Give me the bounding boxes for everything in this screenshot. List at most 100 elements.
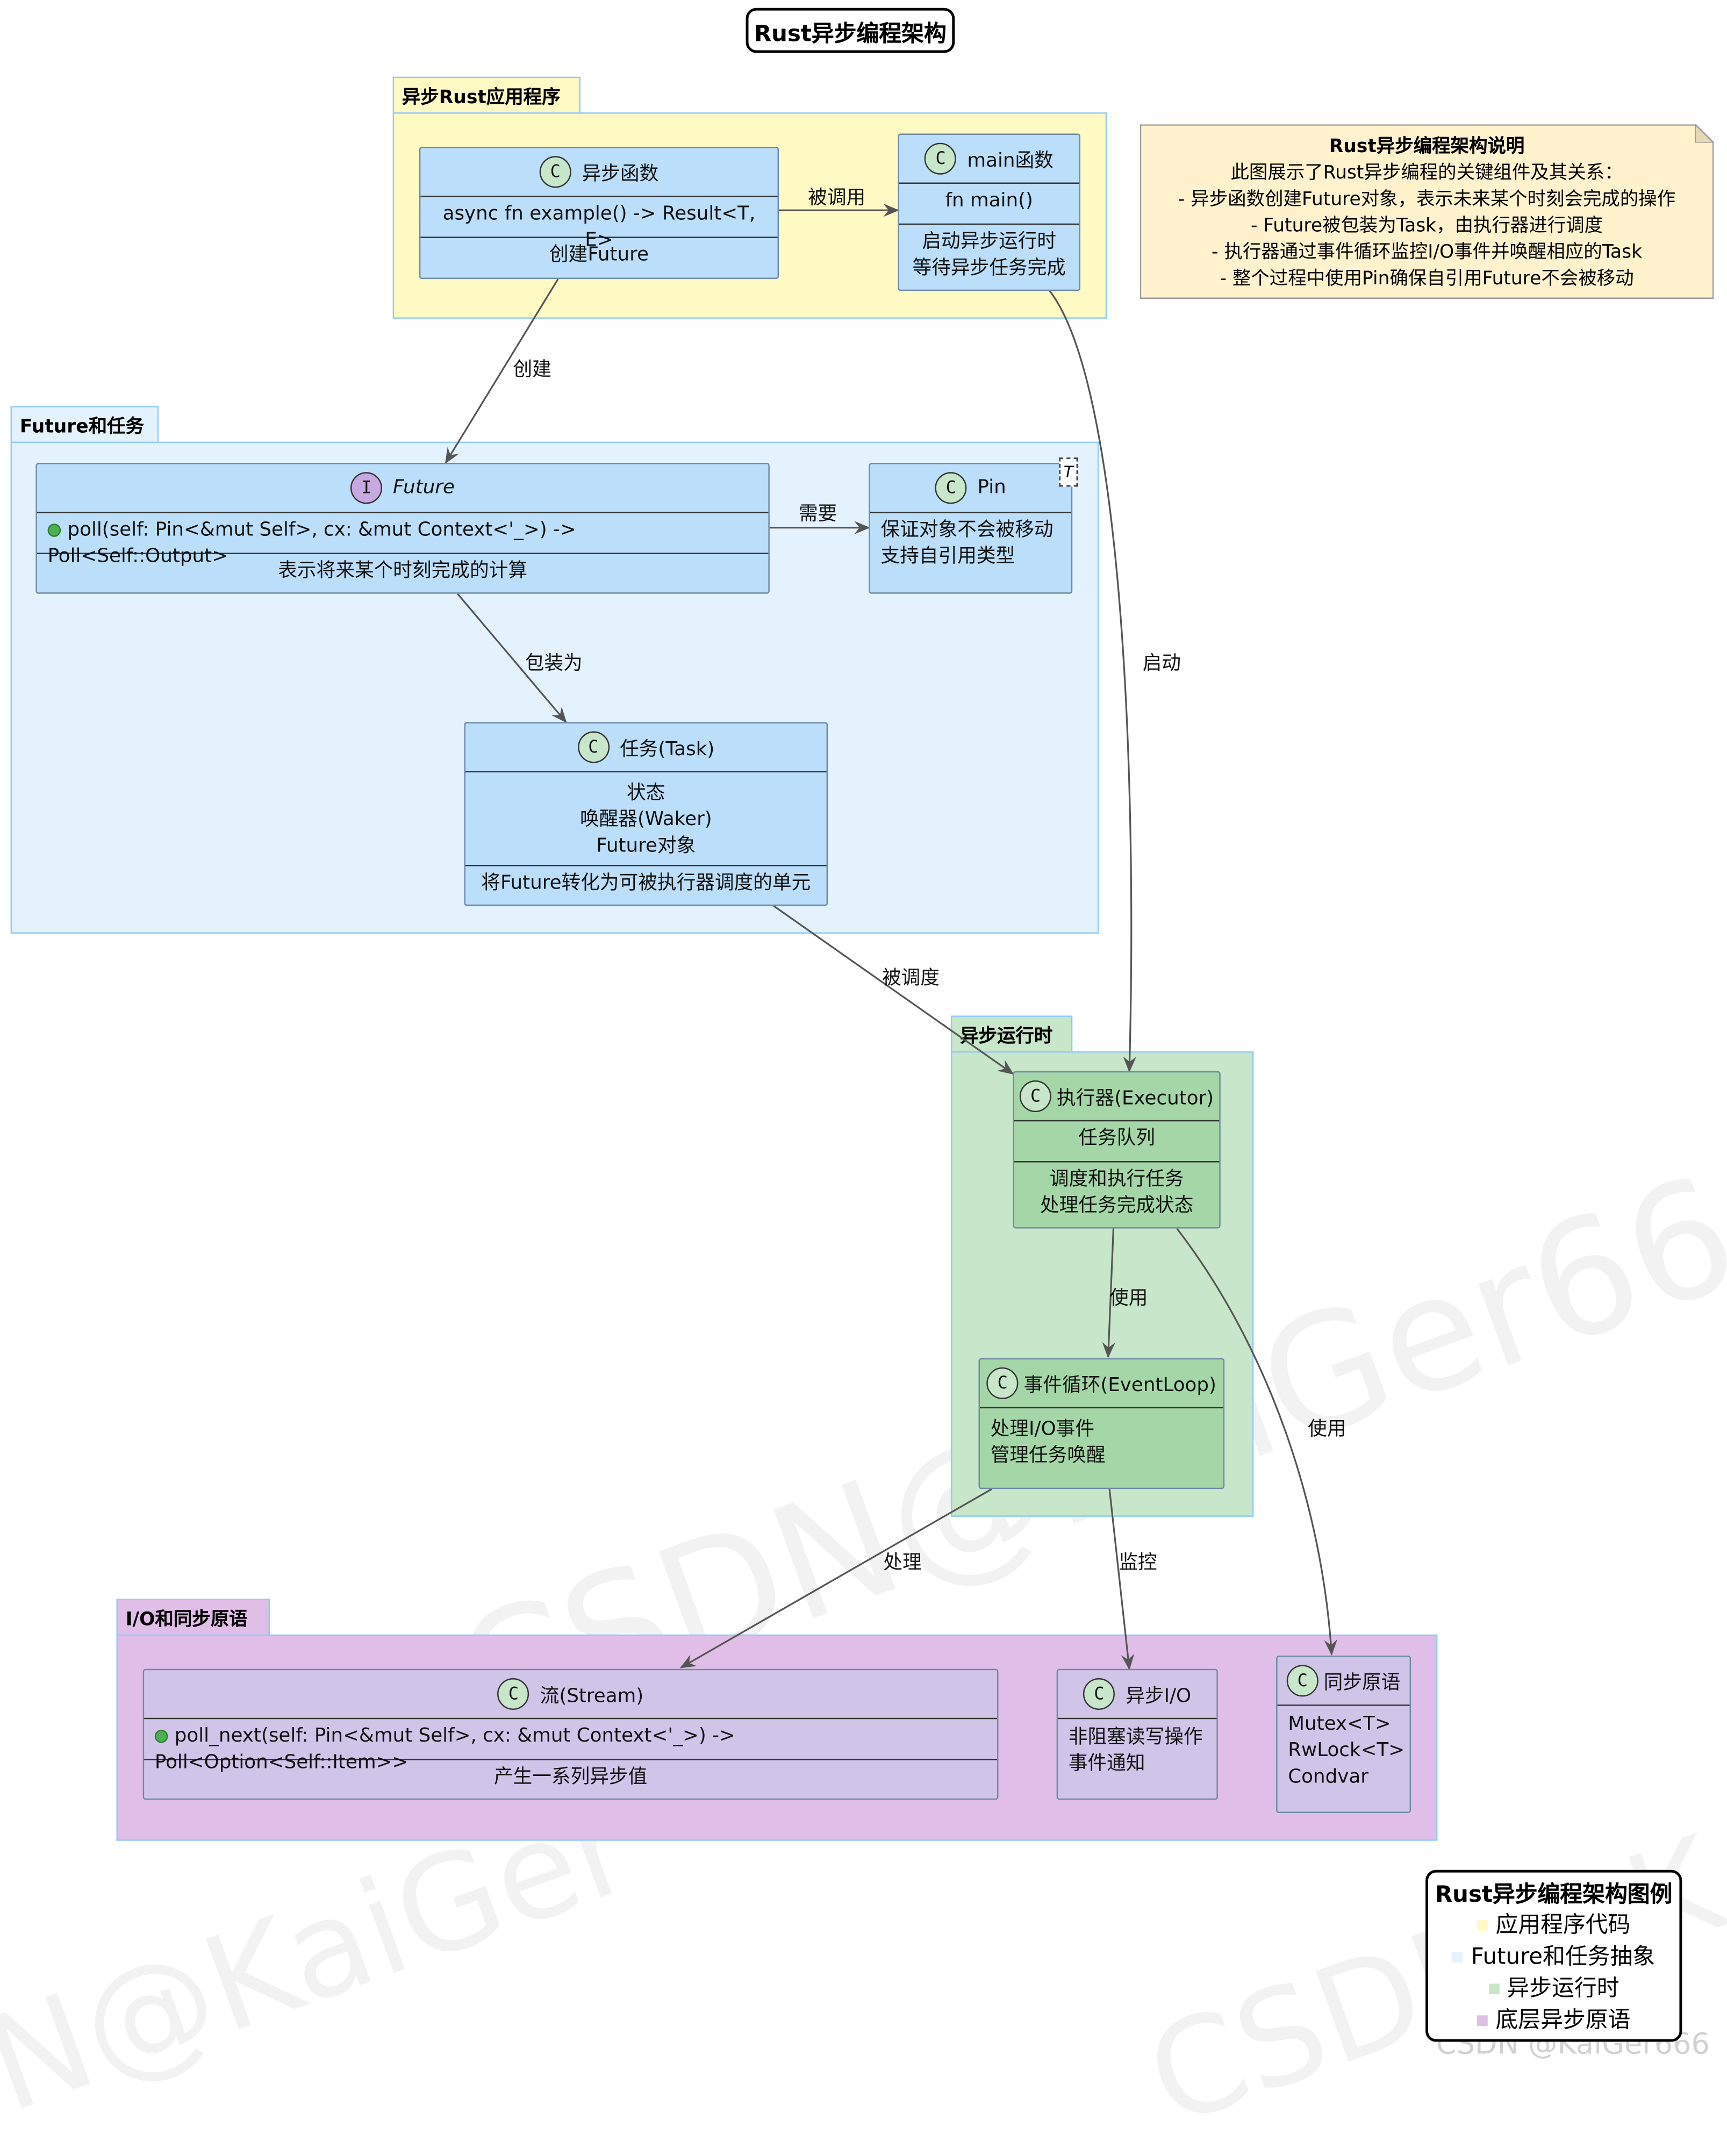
edge-label-start: 启动	[1142, 653, 1181, 675]
interface-future[interactable]: I Future poll(self: Pin<&mut Self>, cx: …	[35, 463, 770, 594]
interface-method: poll(self: Pin<&mut Self>, cx: &mut Cont…	[47, 519, 576, 568]
legend-swatch	[1488, 1983, 1499, 1994]
interface-desc: 表示将来某个时刻完成的计算	[278, 561, 528, 582]
class-line: 事件通知	[1068, 1753, 1145, 1775]
class-task[interactable]: C 任务(Task) 状态 唤醒器(Waker) Future对象 将Futur…	[464, 722, 828, 906]
legend-swatch	[1477, 1920, 1488, 1931]
class-name: 异步函数	[582, 163, 659, 185]
class-method: 创建Future	[549, 245, 649, 266]
class-name: 事件循环(EventLoop)	[1023, 1374, 1216, 1396]
note-title: Rust异步编程架构说明	[1329, 136, 1525, 157]
legend: Rust异步编程架构图例 应用程序代码 Future和任务抽象 异步运行时 底层…	[1425, 1870, 1682, 2042]
public-method-icon	[154, 1729, 168, 1743]
class-spot-icon: C	[497, 1678, 529, 1710]
class-stream[interactable]: C 流(Stream) poll_next(self: Pin<&mut Sel…	[142, 1668, 999, 1800]
class-line: Mutex<T>	[1288, 1714, 1391, 1735]
class-spot-icon: C	[539, 156, 571, 188]
legend-item: 应用程序代码	[1428, 1910, 1679, 1942]
class-line: 支持自引用类型	[880, 546, 1015, 568]
edge-label-wrap: 包装为	[525, 653, 583, 675]
edge-label-handle: 处理	[883, 1552, 922, 1574]
class-field: Future对象	[596, 835, 696, 857]
class-field: 任务队列	[1014, 1121, 1220, 1163]
edge-start	[1048, 289, 1137, 1073]
class-field: 唤醒器(Waker)	[579, 809, 712, 831]
interface-spot-icon: I	[350, 472, 383, 504]
diagram-canvas: CSDN@KaiGer666 N@KaiGer CSDN@K CSDN @Kai…	[0, 8, 1727, 2156]
edge-create	[445, 278, 559, 464]
package-tab-future: Future和任务	[10, 406, 159, 443]
class-eventloop[interactable]: C 事件循环(EventLoop) 处理I/O事件 管理任务唤醒	[978, 1358, 1225, 1489]
class-methods: 调度和执行任务 处理任务完成状态	[1014, 1163, 1219, 1223]
class-line: RwLock<T>	[1288, 1740, 1405, 1761]
legend-label: 底层异步原语	[1495, 2007, 1631, 2034]
legend-swatch	[1477, 2015, 1488, 2026]
class-spot-icon: C	[1020, 1080, 1052, 1113]
edge-label-monitor: 监控	[1119, 1552, 1157, 1574]
class-main-fn[interactable]: C main函数 fn main() 启动异步运行时 等待异步任务完成	[898, 133, 1080, 291]
class-spot-icon: C	[577, 731, 610, 763]
edge-label-scheduled: 被调度	[882, 968, 940, 990]
class-executor[interactable]: C 执行器(Executor) 任务队列 调度和执行任务 处理任务完成状态	[1013, 1071, 1221, 1229]
class-field: fn main()	[899, 184, 1079, 225]
class-method-row: poll_next(self: Pin<&mut Self>, cx: &mut…	[144, 1719, 997, 1773]
architecture-note: Rust异步编程架构说明 此图展示了Rust异步编程的关键组件及其关系： - 异…	[1140, 124, 1714, 299]
class-fields: 状态 唤醒器(Waker) Future对象	[465, 772, 827, 866]
edge-label-needs: 需要	[798, 504, 837, 525]
note-line: - 执行器通过事件循环监控I/O事件并唤醒相应的Task	[1212, 242, 1643, 263]
class-async-fn[interactable]: C 异步函数 async fn example() -> Result<T, E…	[419, 147, 779, 280]
public-method-icon	[47, 524, 61, 537]
edge-use1	[1102, 1228, 1116, 1358]
class-body: Mutex<T> RwLock<T> Condvar	[1278, 1706, 1410, 1795]
class-body: 保证对象不会被移动 支持自引用类型	[870, 513, 1071, 574]
note-fold-icon	[1695, 124, 1714, 143]
class-desc: 产生一系列异步值	[493, 1766, 648, 1788]
edge-use2	[1176, 1228, 1337, 1656]
edge-label-called-by: 被调用	[808, 188, 866, 209]
edge-scheduled	[773, 905, 1014, 1075]
note-line: - Future被包装为Task，由执行器进行调度	[1250, 216, 1603, 237]
class-method: 等待异步任务完成	[912, 257, 1066, 280]
note-line: - 整个过程中使用Pin确保自引用Future不会被移动	[1220, 268, 1634, 290]
class-line: 非阻塞读写操作	[1068, 1727, 1203, 1749]
package-tab-io: I/O和同步原语	[116, 1599, 270, 1636]
legend-label: Future和任务抽象	[1471, 1944, 1656, 1971]
generic-param-box: T	[1059, 457, 1078, 487]
package-tab-runtime: 异步运行时	[950, 1015, 1073, 1053]
edge-label-use2: 使用	[1308, 1419, 1346, 1441]
edges-layer	[445, 203, 1337, 1671]
note-line: - 异步函数创建Future对象，表示未来某个时刻会完成的操作	[1178, 189, 1676, 211]
class-line: 处理I/O事件	[990, 1419, 1095, 1441]
class-pin[interactable]: C Pin 保证对象不会被移动 支持自引用类型	[869, 463, 1073, 594]
class-spot-icon: C	[1286, 1665, 1318, 1697]
edge-handle	[679, 1488, 992, 1668]
legend-item: 异步运行时	[1428, 1973, 1679, 2005]
class-spot-icon: C	[925, 142, 957, 175]
interface-method-row: poll(self: Pin<&mut Self>, cx: &mut Cont…	[37, 513, 769, 567]
legend-title: Rust异步编程架构图例	[1435, 1881, 1673, 1909]
interface-name: Future	[393, 477, 455, 499]
edge-label-use1: 使用	[1109, 1288, 1148, 1309]
class-line: Condvar	[1288, 1766, 1368, 1788]
package-tab-app: 异步Rust应用程序	[392, 76, 581, 114]
class-method: 处理任务完成状态	[1040, 1195, 1194, 1217]
legend-item: 底层异步原语	[1428, 2005, 1679, 2037]
class-field: async fn example() -> Result<T, E>	[420, 197, 778, 251]
class-spot-icon: C	[1083, 1678, 1115, 1710]
class-name: main函数	[967, 150, 1054, 171]
legend-item: Future和任务抽象	[1428, 1942, 1679, 1973]
class-spot-icon: C	[986, 1367, 1019, 1399]
class-name: Pin	[977, 477, 1006, 499]
class-line: 保证对象不会被移动	[880, 519, 1054, 541]
class-spot-icon: C	[935, 472, 967, 504]
class-line: 管理任务唤醒	[990, 1445, 1106, 1467]
class-method: poll_next(self: Pin<&mut Self>, cx: &mut…	[154, 1725, 735, 1774]
class-desc: 将Future转化为可被执行器调度的单元	[481, 872, 811, 894]
class-sync-primitives[interactable]: C 同步原语 Mutex<T> RwLock<T> Condvar	[1276, 1656, 1411, 1813]
legend-label: 应用程序代码	[1495, 1912, 1631, 1939]
note-line: 此图展示了Rust异步编程的关键组件及其关系：	[1230, 162, 1623, 184]
class-body: 处理I/O事件 管理任务唤醒	[980, 1408, 1223, 1473]
class-async-io[interactable]: C 异步I/O 非阻塞读写操作 事件通知	[1056, 1668, 1218, 1800]
legend-label: 异步运行时	[1507, 1975, 1619, 2002]
edge-wrap	[457, 593, 567, 724]
